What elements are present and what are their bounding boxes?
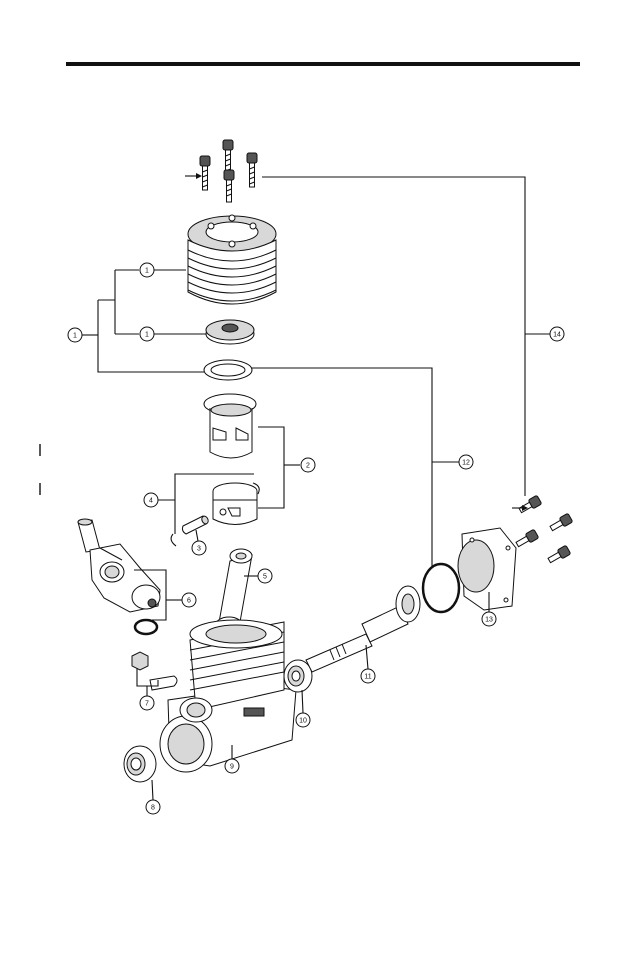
header-rule (66, 62, 580, 66)
callout-5: 5 (258, 569, 272, 583)
svg-text:9: 9 (230, 764, 234, 771)
svg-text:7: 7 (145, 701, 149, 708)
callout-8: 8 (146, 800, 160, 814)
piston (213, 483, 257, 525)
svg-text:11: 11 (364, 674, 371, 681)
svg-text:4: 4 (149, 498, 153, 505)
wrist-pin-clip (171, 534, 176, 546)
callout-1-button: 1 (140, 327, 154, 341)
svg-text:12: 12 (462, 460, 470, 467)
svg-text:2: 2 (306, 463, 310, 470)
carburetor-o-ring (135, 620, 157, 634)
svg-text:1: 1 (145, 268, 149, 275)
cylinder-head (188, 215, 276, 304)
front-bearing (284, 660, 312, 692)
head-gasket (204, 360, 252, 380)
svg-text:8: 8 (151, 805, 155, 812)
svg-text:1: 1 (73, 333, 77, 340)
head-button (206, 320, 254, 344)
callout-7: 7 (140, 696, 154, 710)
svg-text:3: 3 (197, 546, 201, 553)
backplate-screws (515, 495, 573, 565)
backplate (458, 528, 516, 610)
svg-text:10: 10 (299, 718, 307, 725)
callout-14: 14 (550, 327, 564, 341)
rear-bearing (124, 746, 156, 782)
callout-4: 4 (144, 493, 158, 507)
callout-13: 13 (482, 612, 496, 626)
crankcase (160, 620, 296, 772)
callout-3: 3 (192, 541, 206, 555)
svg-text:13: 13 (485, 617, 493, 624)
needle-valve (132, 652, 177, 690)
callout-9: 9 (225, 759, 239, 773)
callout-12: 12 (459, 455, 473, 469)
carburetor (78, 519, 160, 612)
callout-6: 6 (182, 593, 196, 607)
callout-10: 10 (296, 713, 310, 727)
cylinder-liner (204, 394, 256, 458)
svg-text:6: 6 (187, 598, 191, 605)
crankshaft (306, 586, 420, 672)
backplate-o-ring (423, 564, 459, 612)
callout-1-top: 1 (140, 263, 154, 277)
head-screws (200, 140, 257, 202)
svg-text:5: 5 (263, 574, 267, 581)
callout-11: 11 (361, 669, 375, 683)
svg-text:1: 1 (145, 332, 149, 339)
callout-2: 2 (301, 458, 315, 472)
svg-text:14: 14 (553, 332, 561, 339)
callout-1-group: 1 (68, 328, 82, 342)
